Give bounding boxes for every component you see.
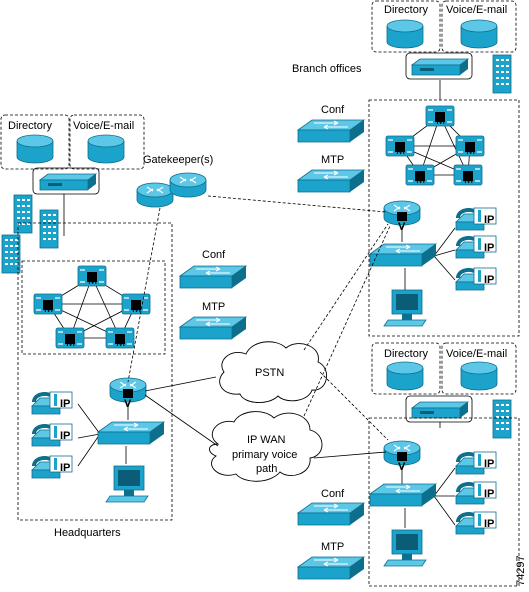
cm-label: M (44, 303, 53, 315)
branch-office-1: Directory Voice/E-mail Branch offices M … (292, 0, 520, 337)
branch-offices-label: Branch offices (292, 63, 362, 75)
conf-label: Conf (321, 104, 345, 116)
cm-label: M (464, 174, 473, 186)
gateway-icon (39, 173, 97, 191)
cm-label: M (436, 115, 445, 127)
headquarters: Directory Voice/E-mail Gatekeeper(s) M M… (0, 114, 247, 539)
phone-ip-label: IP (484, 518, 494, 530)
voicemail-server-icon (460, 361, 498, 391)
phone-ip-label: IP (484, 458, 494, 470)
ip-wan-cloud: IP WAN primary voice path (209, 411, 323, 482)
mtp-switch-icon (179, 316, 247, 340)
voicemail-server-icon (460, 19, 498, 49)
voicemail-label: Voice/E-mail (73, 120, 134, 132)
directory-server-icon (16, 134, 54, 164)
conf-label: Conf (202, 249, 226, 261)
phone-ip-label: IP (484, 242, 494, 254)
directory-label: Directory (8, 120, 53, 132)
mtp-label: MTP (321, 541, 344, 553)
branch-building-icon (492, 399, 512, 439)
ipwan-label-2: primary voice (232, 449, 297, 461)
pc-icon (105, 465, 149, 503)
mtp-label: MTP (202, 301, 225, 313)
phone-ip-label: IP (60, 430, 70, 442)
voicemail-server-icon (87, 134, 125, 164)
gatekeeper-router-icon (169, 172, 207, 198)
figure-id: 74297 (515, 555, 527, 586)
branch-building-icon (492, 54, 512, 94)
gateway-icon (411, 58, 469, 76)
gatekeeper-label: Gatekeeper(s) (143, 154, 213, 166)
cm-label: M (116, 337, 125, 349)
pstn-label: PSTN (255, 367, 284, 379)
conf-label: Conf (321, 488, 345, 500)
phone-ip-label: IP (60, 462, 70, 474)
gatekeeper-router-icon (136, 182, 174, 208)
gateway-box (405, 52, 473, 80)
directory-server-icon (386, 19, 424, 49)
voicemail-label: Voice/E-mail (446, 4, 507, 16)
branch-office-2: Directory Voice/E-mail Conf MTP V IP IP … (297, 342, 527, 587)
access-switch-icon (369, 483, 437, 507)
gateway-box (405, 395, 473, 423)
branch-office-2-boundary (368, 417, 520, 587)
pc-icon (383, 529, 427, 567)
access-switch-icon (369, 243, 437, 267)
conf-switch-icon (297, 502, 365, 526)
cm-label: M (396, 145, 405, 157)
voicemail-box (441, 0, 517, 53)
mtp-switch-icon (297, 169, 365, 193)
cm-label: M (66, 337, 75, 349)
call-manager-cluster-1: M M M M M (385, 105, 485, 186)
phone-ip-label: IP (484, 214, 494, 226)
pstn-cloud: PSTN (219, 341, 327, 403)
call-manager-cluster-box (21, 260, 166, 355)
cm-label: M (88, 275, 97, 287)
pc-icon (383, 289, 427, 327)
cm-label: M (132, 303, 141, 315)
ipwan-label-1: IP WAN (247, 434, 286, 446)
phone-ip-label: IP (484, 488, 494, 500)
directory-box (0, 114, 70, 170)
cm-label: M (416, 174, 425, 186)
directory-box (371, 342, 441, 395)
voicemail-box (69, 114, 145, 170)
directory-label: Directory (384, 4, 429, 16)
voicemail-box (441, 342, 517, 395)
directory-box (371, 0, 441, 53)
phone-ip-label: IP (484, 274, 494, 286)
mtp-switch-icon (297, 556, 365, 580)
gateway-icon (411, 401, 469, 419)
directory-label: Directory (384, 348, 429, 360)
ipwan-label-3: path (256, 463, 277, 475)
wan-links (63, 80, 441, 459)
branch-office-1-boundary (368, 99, 520, 337)
mtp-label: MTP (321, 154, 344, 166)
cm-label: M (466, 145, 475, 157)
phone-ip-label: IP (60, 398, 70, 410)
call-manager-cluster-hq: M M M M M (33, 265, 151, 349)
voicemail-label: Voice/E-mail (446, 348, 507, 360)
headquarters-label: Headquarters (54, 527, 121, 539)
access-switch-icon (97, 421, 165, 445)
gateway-box (32, 167, 100, 195)
headquarters-boundary (17, 222, 173, 521)
conf-switch-icon (179, 265, 247, 289)
directory-server-icon (386, 361, 424, 391)
conf-switch-icon (297, 119, 365, 143)
